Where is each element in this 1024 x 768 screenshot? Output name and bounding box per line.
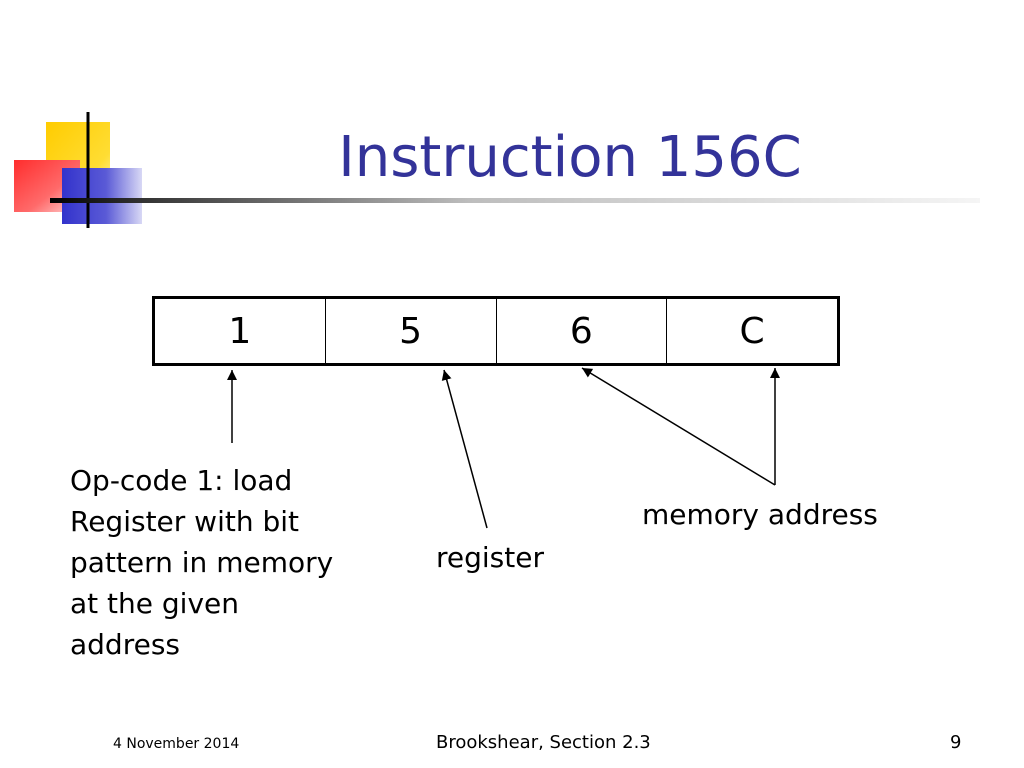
memory-address-annotation: memory address <box>642 498 878 531</box>
address-low-cell: C <box>666 299 837 363</box>
register-annotation: register <box>436 541 544 574</box>
opcode-annotation-line-5: address <box>70 628 181 661</box>
opcode-annotation-line-1: Op-code 1: load <box>70 464 293 497</box>
instruction-table: 1 5 6 C <box>152 296 840 366</box>
memory-arrow-left <box>581 367 776 486</box>
page-number: 9 <box>950 732 962 753</box>
address-high-cell: 6 <box>495 299 667 363</box>
footer-date: 4 November 2014 <box>113 736 240 752</box>
slide-title: Instruction 156C <box>338 125 802 190</box>
title-underline <box>50 198 980 203</box>
decorative-squares-logo <box>14 112 142 228</box>
opcode-cell: 1 <box>228 310 252 352</box>
opcode-annotation-line-3: pattern in memory <box>70 546 334 579</box>
opcode-annotation: Op-code 1: load Register with bit patter… <box>70 460 333 665</box>
opcode-annotation-line-2: Register with bit <box>70 505 300 538</box>
opcode-annotation-line-4: at the given <box>70 587 239 620</box>
register-cell: 5 <box>324 299 496 363</box>
logo-blue-square <box>62 168 142 224</box>
footer-source: Brookshear, Section 2.3 <box>436 732 651 753</box>
register-arrow <box>441 369 488 529</box>
